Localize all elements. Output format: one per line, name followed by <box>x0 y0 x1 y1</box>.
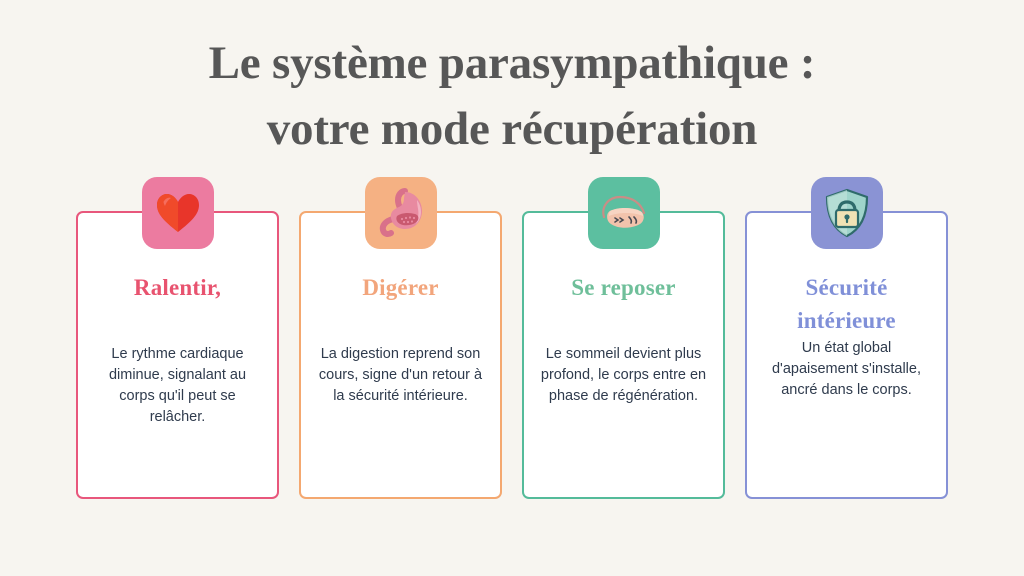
heart-icon <box>141 177 214 249</box>
title-line-2: votre mode récupération <box>266 103 758 155</box>
card-digerer[interactable]: Digérer La digestion reprend son cours, … <box>299 177 502 499</box>
card-se-reposer[interactable]: Se reposer Le sommeil devient plus profo… <box>522 177 725 499</box>
page-title: Le système parasympathique : votre mode … <box>0 30 1024 162</box>
stomach-icon <box>364 177 437 249</box>
cards-row: Ralentir, Le rythme cardiaque diminue, s… <box>76 177 948 499</box>
card-heading: Digérer <box>362 275 439 300</box>
card-body: Le sommeil devient plus profond, le corp… <box>540 346 707 404</box>
card-heading: Ralentir, <box>133 275 222 300</box>
card-heading: Sécurité intérieure <box>797 275 896 333</box>
sleep-mask-icon <box>587 177 660 249</box>
card-body: Un état global d'apaisement s'installe, … <box>771 340 921 398</box>
card-heading: Se reposer <box>571 275 676 300</box>
card-ralentir[interactable]: Ralentir, Le rythme cardiaque diminue, s… <box>76 177 279 499</box>
card-body: Le rythme cardiaque diminue, signalant a… <box>108 346 247 425</box>
title-line-1: Le système parasympathique : <box>208 37 816 89</box>
card-body: La digestion reprend son cours, signe d'… <box>318 346 483 404</box>
shield-lock-icon <box>810 177 883 249</box>
card-securite-interieure[interactable]: Sécurité intérieure Un état global d'apa… <box>745 177 948 499</box>
